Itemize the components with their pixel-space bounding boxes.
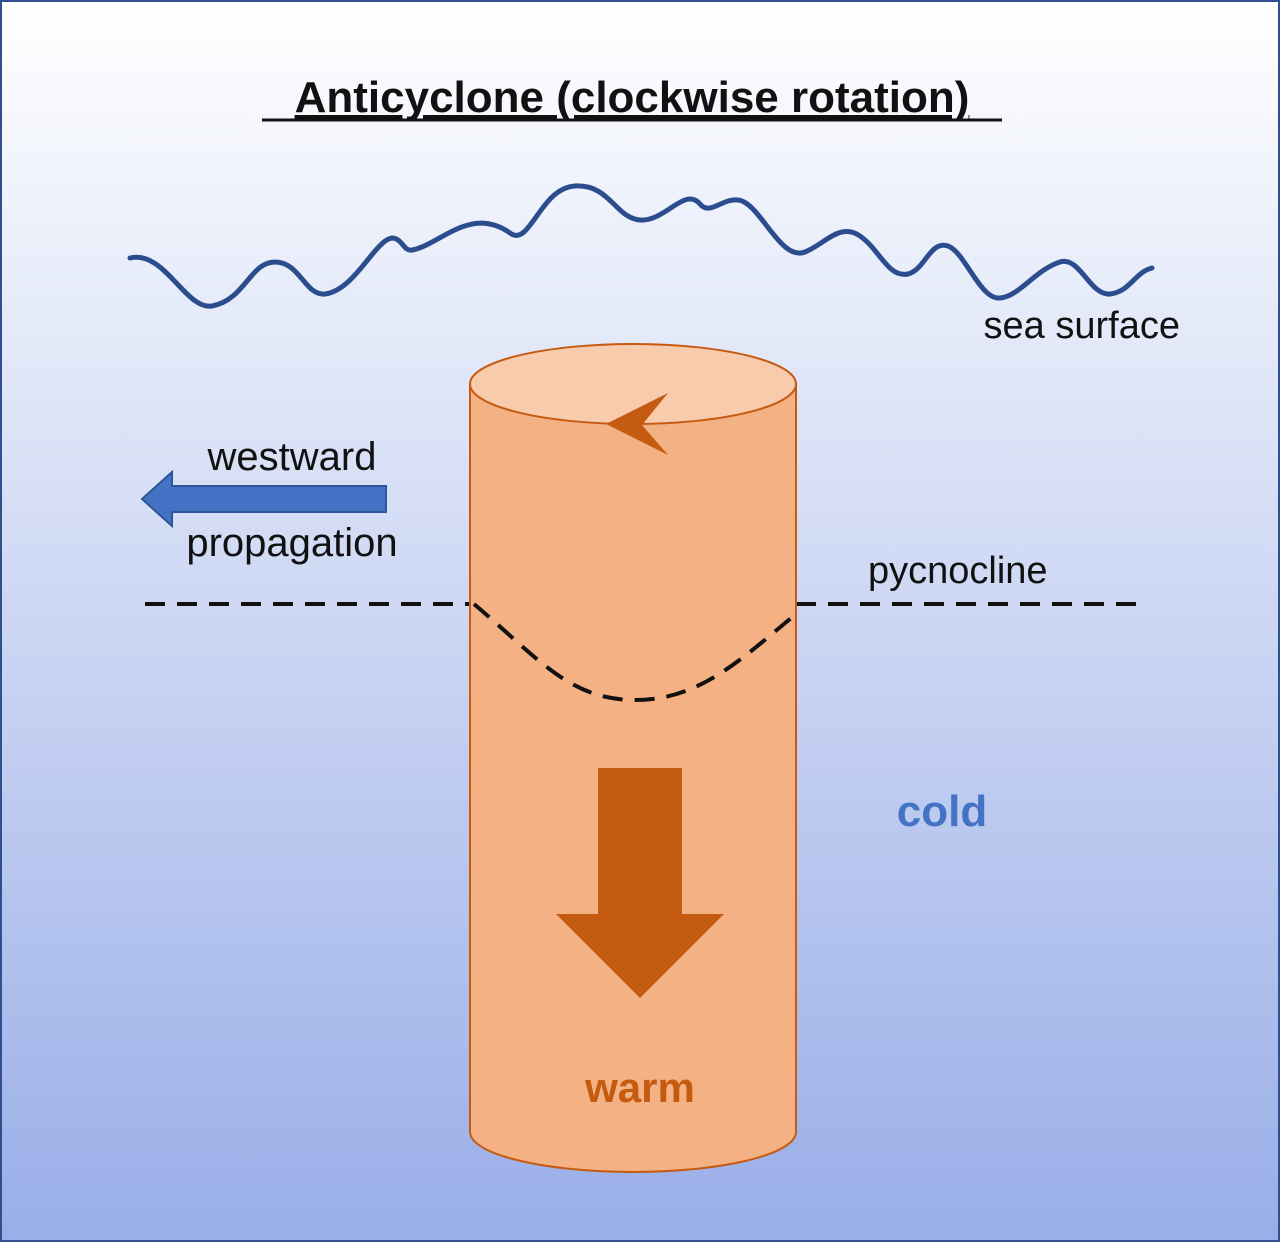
- warm-label: warm: [584, 1064, 695, 1111]
- propagation-label: propagation: [186, 521, 397, 565]
- sea-surface-wave: [127, 183, 1155, 309]
- left-arrow-icon: [140, 469, 387, 529]
- sea-surface-label: sea surface: [984, 305, 1180, 347]
- down-arrow-icon: [556, 768, 724, 998]
- westward-label: westward: [207, 435, 377, 479]
- diagram-title: Anticyclone (clockwise rotation): [295, 73, 970, 122]
- cold-label: cold: [897, 787, 987, 836]
- pycnocline-depression: [472, 602, 798, 703]
- pycnocline-label: pycnocline: [868, 550, 1048, 592]
- clockwise-rotation-arrow-icon: [606, 393, 668, 455]
- warm-core-cylinder: [469, 343, 797, 1173]
